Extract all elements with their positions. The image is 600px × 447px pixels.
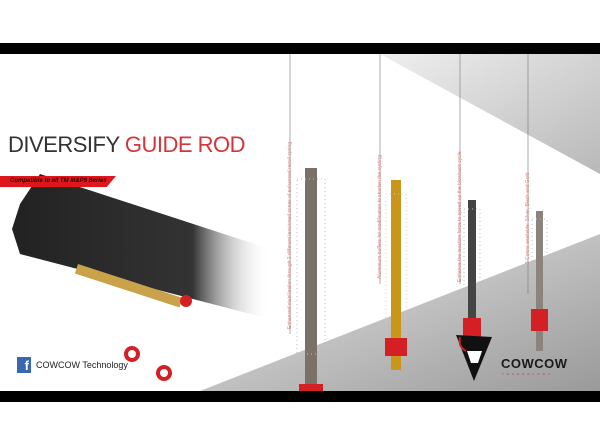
feature-text-3: Enhance the reaction force to speed up t… — [457, 151, 463, 282]
brand-name: COWCOW — [501, 356, 568, 371]
compatibility-tag: Compatible to all TM M&P9 Series — [0, 176, 116, 187]
guide-rod-silver-short — [531, 211, 548, 351]
facebook-label: COWCOW Technology — [36, 360, 128, 370]
cowcow-logo-icon — [456, 335, 492, 381]
page-title: DIVERSIFY GUIDE ROD — [8, 132, 246, 158]
feature-text-4: 3 Colors available: Silver, Black and Go… — [525, 172, 531, 264]
pistol-slide-image — [12, 174, 270, 381]
brand-subtitle: TECHNOLOGY — [502, 372, 554, 376]
feature-text-2: Aluminium buffers for modification to sh… — [377, 155, 383, 279]
title-part-2: GUIDE ROD — [124, 132, 246, 157]
title-part-1: DIVERSIFY — [8, 132, 120, 157]
banner-artwork — [12, 54, 600, 391]
feature-text-1: Enhanced stabilization through 2 differe… — [287, 142, 293, 329]
facebook-link[interactable]: f COWCOW Technology — [17, 357, 128, 373]
grey-backdrop-top — [380, 54, 600, 174]
facebook-icon: f — [17, 357, 31, 373]
product-banner: DIVERSIFY GUIDE ROD Compatible to all TM… — [0, 54, 600, 391]
guide-rod-silver-long — [296, 168, 326, 391]
top-black-band — [0, 43, 600, 54]
guide-rod-black — [463, 200, 481, 360]
guide-rod-gold — [385, 180, 407, 370]
bottom-black-band — [0, 391, 600, 402]
